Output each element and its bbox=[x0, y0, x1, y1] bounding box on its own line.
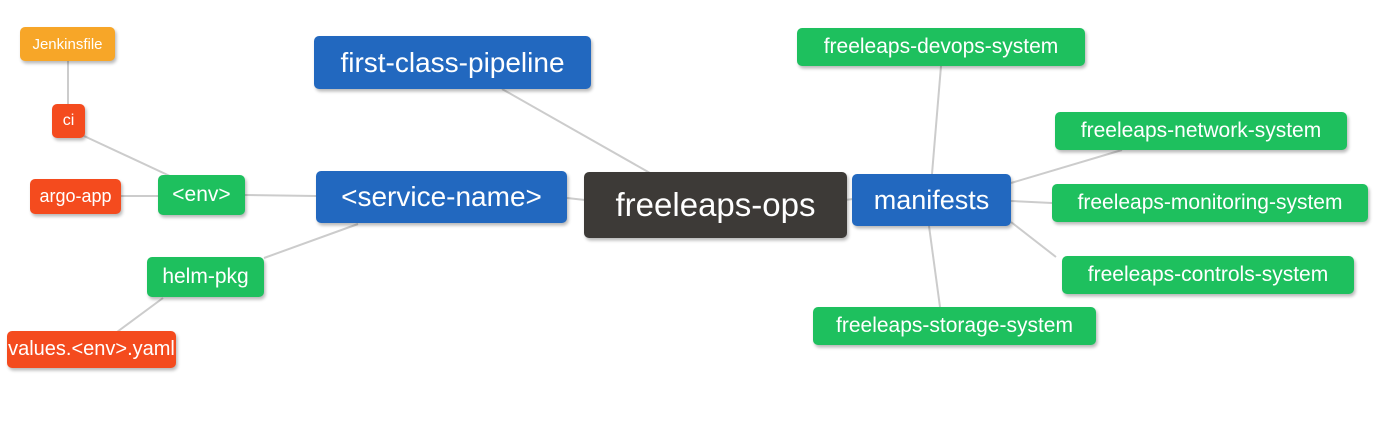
node-jenkinsfile[interactable]: Jenkinsfile bbox=[20, 27, 115, 61]
edge-env-service-name bbox=[244, 194, 317, 197]
edge-manifests-network-system bbox=[1010, 149, 1123, 184]
node-first-class-pipeline[interactable]: first-class-pipeline bbox=[314, 36, 591, 89]
node-freeleaps-monitoring-system[interactable]: freeleaps-monitoring-system bbox=[1052, 184, 1368, 222]
edge-ci-env bbox=[83, 135, 173, 178]
node-freeleaps-storage-system[interactable]: freeleaps-storage-system bbox=[813, 307, 1096, 345]
edge-helm-pkg-service-name bbox=[263, 223, 359, 259]
edge-manifests-storage-system bbox=[928, 225, 941, 308]
edge-service-name-freeleaps-ops bbox=[566, 197, 586, 201]
edge-manifests-monitoring-system bbox=[1010, 200, 1053, 204]
node-freeleaps-network-system[interactable]: freeleaps-network-system bbox=[1055, 112, 1347, 150]
node-argo-app[interactable]: argo-app bbox=[30, 179, 121, 214]
node-ci[interactable]: ci bbox=[52, 104, 85, 138]
edge-helm-pkg-values-env-yaml bbox=[116, 297, 164, 333]
edge-first-class-pipeline-freeleaps-ops bbox=[501, 88, 651, 174]
node-env[interactable]: <env> bbox=[158, 175, 245, 215]
edge-manifests-controls-system bbox=[1010, 221, 1057, 258]
node-manifests[interactable]: manifests bbox=[852, 174, 1011, 226]
node-service-name[interactable]: <service-name> bbox=[316, 171, 567, 223]
node-helm-pkg[interactable]: helm-pkg bbox=[147, 257, 264, 297]
node-freeleaps-devops-system[interactable]: freeleaps-devops-system bbox=[797, 28, 1085, 66]
node-values-env-yaml[interactable]: values.<env>.yaml bbox=[7, 331, 176, 368]
node-freeleaps-controls-system[interactable]: freeleaps-controls-system bbox=[1062, 256, 1354, 294]
edge-manifests-devops-system bbox=[931, 65, 942, 175]
node-freeleaps-ops[interactable]: freeleaps-ops bbox=[584, 172, 847, 238]
